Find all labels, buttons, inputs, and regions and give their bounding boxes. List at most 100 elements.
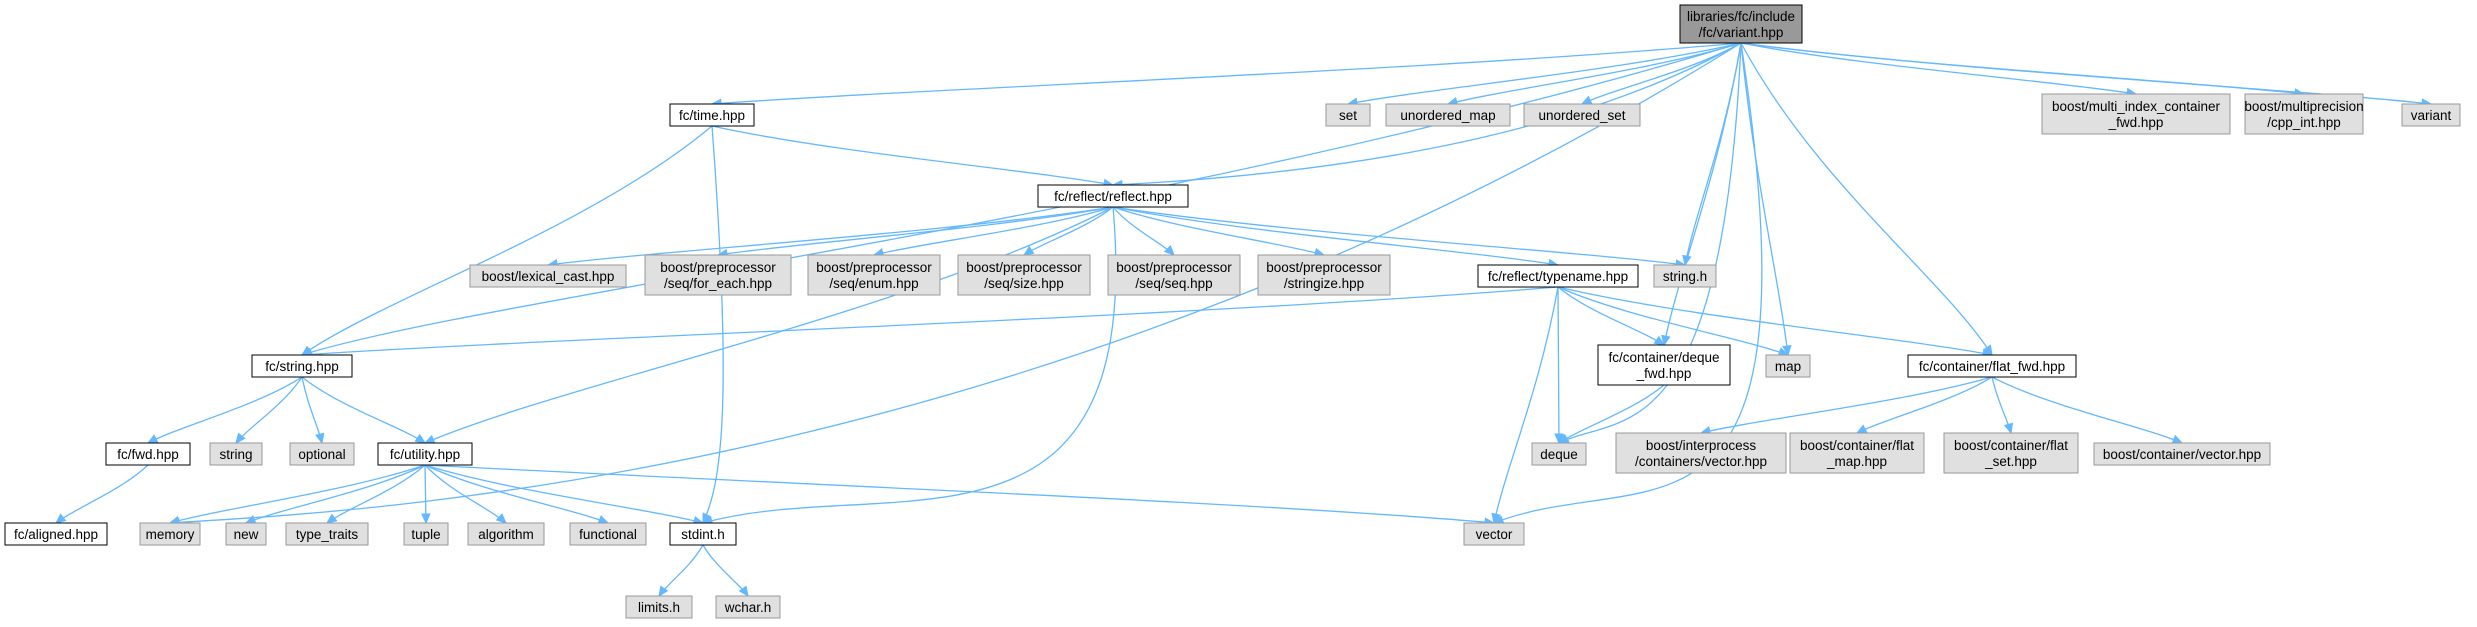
node-box bbox=[1463, 522, 1525, 546]
node-new: new bbox=[225, 522, 267, 546]
node-label: _fwd.hpp bbox=[2108, 115, 2164, 130]
node-flat-fwd[interactable]: fc/container/flat_fwd.hpp bbox=[1907, 354, 2077, 378]
node-flat-set: boost/container/flat_set.hpp bbox=[1943, 432, 2079, 474]
edge-line bbox=[547, 206, 1114, 266]
arrowhead-icon bbox=[495, 513, 507, 524]
edge-stdint-to-wchar bbox=[702, 544, 749, 598]
node-label: fc/container/deque bbox=[1608, 350, 1719, 365]
node-label: fc/utility.hpp bbox=[390, 447, 460, 462]
node-label: deque bbox=[1540, 447, 1578, 462]
node-label: algorithm bbox=[478, 527, 534, 542]
edge-flat_fwd-to-flat_set bbox=[1991, 376, 2014, 435]
node-label: /containers/vector.hpp bbox=[1635, 454, 1767, 469]
nodes-layer: libraries/fc/include/fc/variant.hpp fc/ti… bbox=[4, 4, 2461, 619]
edge-line bbox=[424, 464, 609, 524]
edge-reflect-to-utility bbox=[423, 206, 1114, 444]
arrowhead-icon bbox=[597, 515, 610, 524]
node-fc-time[interactable]: fc/time.hpp bbox=[669, 103, 755, 127]
node-box bbox=[2041, 93, 2231, 135]
edge-line bbox=[1557, 286, 1993, 356]
node-box bbox=[569, 522, 647, 546]
edge-line bbox=[301, 125, 713, 356]
edge-line bbox=[1856, 376, 1993, 434]
node-string: string bbox=[209, 442, 263, 466]
node-fc-string[interactable]: fc/string.hpp bbox=[251, 354, 353, 378]
node-aligned[interactable]: fc/aligned.hpp bbox=[4, 522, 108, 546]
edge-line bbox=[1740, 42, 2137, 95]
edge-line bbox=[147, 376, 303, 444]
edge-utility-to-stdint bbox=[424, 464, 705, 526]
edge-line bbox=[702, 544, 749, 597]
edge-line bbox=[702, 206, 1117, 524]
arrowhead-icon bbox=[326, 513, 338, 524]
edge-line bbox=[658, 544, 704, 597]
edge-line bbox=[702, 125, 724, 524]
edge-fc_string-to-string bbox=[235, 376, 303, 444]
edge-typename-to-vector bbox=[1491, 286, 1559, 525]
node-wchar: wchar.h bbox=[715, 595, 781, 619]
node-root: libraries/fc/include/fc/variant.hpp bbox=[1679, 4, 1803, 44]
edge-line bbox=[1991, 376, 2183, 444]
node-label: boost/container/vector.hpp bbox=[2103, 447, 2261, 462]
node-deque-fwd[interactable]: fc/container/deque_fwd.hpp bbox=[1597, 344, 1731, 386]
node-seq-enum: boost/preprocessor/seq/enum.hpp bbox=[807, 254, 941, 296]
edge-line bbox=[1558, 42, 1742, 444]
edge-typename-to-deque_fwd bbox=[1557, 286, 1666, 346]
node-label: fc/aligned.hpp bbox=[14, 527, 98, 542]
node-seq-size: boost/preprocessor/seq/size.hpp bbox=[957, 254, 1091, 296]
node-box bbox=[225, 522, 267, 546]
node-map: map bbox=[1765, 354, 1811, 378]
edge-line bbox=[1112, 206, 1559, 266]
edge-line bbox=[1447, 42, 1742, 105]
node-tuple: tuple bbox=[403, 522, 449, 546]
node-box bbox=[957, 254, 1091, 296]
node-box bbox=[4, 522, 108, 546]
edge-line bbox=[1112, 42, 1742, 186]
node-functional: functional bbox=[569, 522, 647, 546]
node-limits: limits.h bbox=[625, 595, 693, 619]
node-reflect[interactable]: fc/reflect/reflect.hpp bbox=[1037, 184, 1189, 208]
arrowhead-icon bbox=[1782, 344, 1792, 357]
node-memory: memory bbox=[139, 522, 201, 546]
node-label: boost/multi_index_container bbox=[2052, 99, 2221, 114]
node-box bbox=[139, 522, 201, 546]
node-fc-fwd[interactable]: fc/fwd.hpp bbox=[105, 442, 191, 466]
arrowhead-icon bbox=[146, 434, 159, 444]
node-label: boost/container/flat bbox=[1800, 438, 1914, 453]
node-label: boost/preprocessor bbox=[966, 260, 1082, 275]
node-label: optional bbox=[298, 447, 345, 462]
edge-root-to-string_h bbox=[1682, 42, 1742, 267]
edge-line bbox=[1740, 42, 1993, 356]
node-label: fc/container/flat_fwd.hpp bbox=[1919, 359, 2065, 374]
node-stdint[interactable]: stdint.h bbox=[669, 522, 737, 546]
edge-line bbox=[711, 125, 1114, 186]
node-cpp-int: boost/multiprecision/cpp_int.hpp bbox=[2244, 93, 2364, 135]
node-label: /seq/size.hpp bbox=[984, 276, 1064, 291]
edge-line bbox=[301, 42, 1742, 356]
edge-typename-to-deque bbox=[1554, 286, 1564, 445]
node-box bbox=[1653, 264, 1717, 288]
node-label: variant bbox=[2411, 108, 2452, 123]
edge-fc_string-to-utility bbox=[301, 376, 427, 444]
edge-root-to-flat_fwd bbox=[1740, 42, 1993, 357]
node-box bbox=[625, 595, 693, 619]
arrowhead-icon bbox=[414, 433, 427, 444]
node-box bbox=[1765, 354, 1811, 378]
node-box bbox=[1907, 354, 2077, 378]
edge-line bbox=[711, 42, 1742, 105]
edge-line bbox=[873, 206, 1114, 256]
arrowhead-icon bbox=[235, 432, 246, 444]
edge-fc_time-to-stdint bbox=[702, 125, 724, 525]
edge-utility-to-vector bbox=[424, 464, 1496, 527]
node-for-each: boost/preprocessor/seq/for_each.hpp bbox=[644, 254, 792, 296]
edge-root-to-fc_time bbox=[710, 42, 1742, 109]
node-utility[interactable]: fc/utility.hpp bbox=[377, 442, 473, 466]
arrowhead-icon bbox=[423, 434, 436, 444]
edge-line bbox=[1663, 42, 1742, 346]
node-typename[interactable]: fc/reflect/typename.hpp bbox=[1477, 264, 1639, 288]
edge-line bbox=[1347, 42, 1742, 105]
edge-line bbox=[1740, 42, 1789, 356]
node-box bbox=[1325, 103, 1371, 127]
node-label: stdint.h bbox=[681, 527, 725, 542]
